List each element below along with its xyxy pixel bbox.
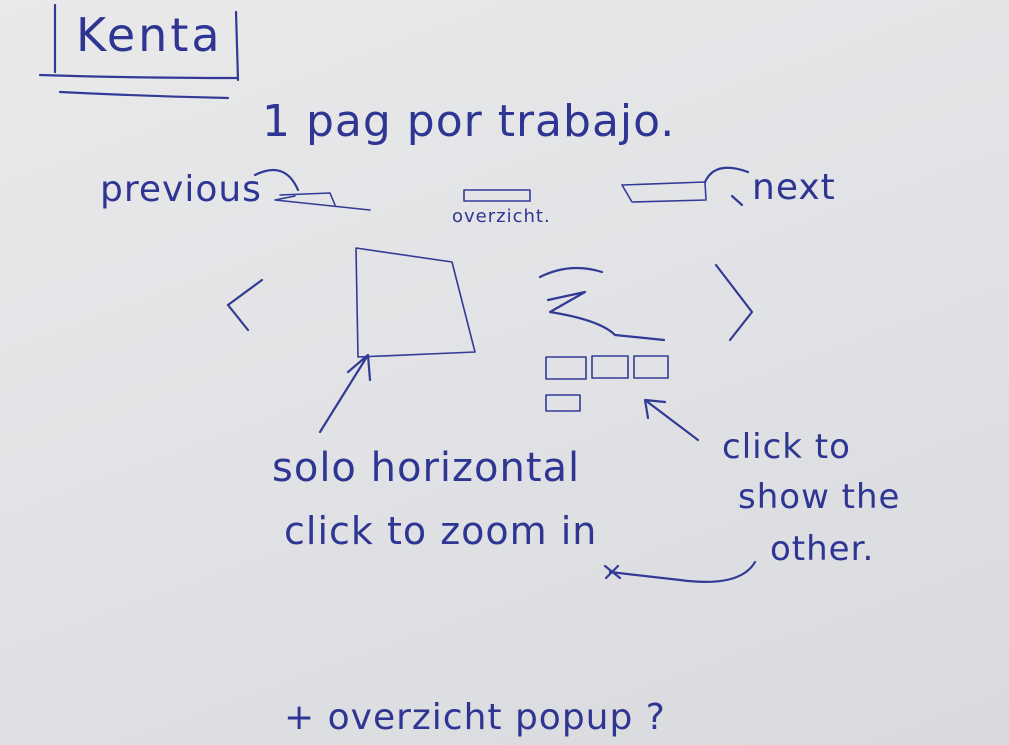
previous-arrow (253, 168, 371, 211)
next-label: next (752, 167, 836, 208)
note-bottom: + overzicht popup ? (284, 697, 666, 738)
sketch-subtitle: 1 pag por trabajo. (262, 96, 676, 147)
main-image-frame (355, 247, 476, 358)
sketch-title: Kenta (76, 8, 223, 62)
text-scribble (538, 266, 666, 342)
annotation-arrow-bottom (603, 560, 757, 583)
note-right-line1: click to (722, 427, 851, 467)
thumbnail-strip (545, 355, 669, 412)
overview-label: overzicht. (452, 206, 551, 227)
title-box (38, 3, 240, 100)
chevron-left-icon (226, 278, 264, 332)
previous-label: previous (100, 169, 262, 210)
note-left-line2: click to zoom in (284, 509, 598, 553)
next-button-sketch (621, 166, 750, 207)
overview-button-sketch (463, 189, 531, 202)
note-right-line3: other. (770, 529, 875, 569)
note-right-line2: show the (738, 477, 901, 517)
annotation-arrow-left (318, 353, 372, 434)
annotation-arrow-right (643, 398, 700, 442)
chevron-right-icon (714, 263, 754, 342)
note-left-line1: solo horizontal (272, 445, 581, 491)
